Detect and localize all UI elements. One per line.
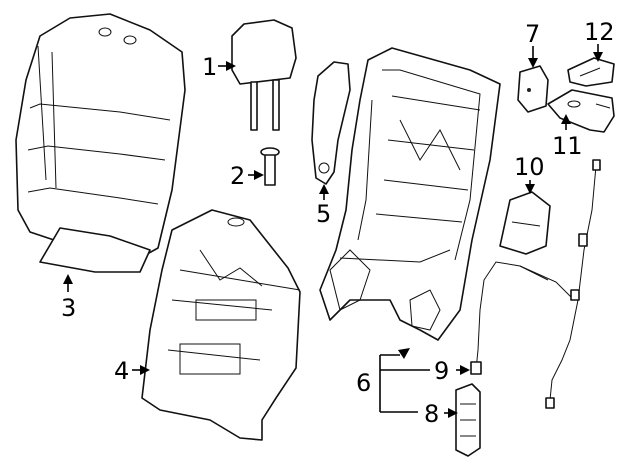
part-2-headrest-guide [260, 147, 280, 186]
part-5-trim-panel [311, 61, 351, 185]
part-7-latch-cover [517, 65, 549, 113]
callout-numbers: 1 2 3 4 5 6 7 8 9 10 11 12 [61, 18, 615, 428]
callout-6: 6 [356, 369, 371, 397]
part-10-module-cover [499, 191, 551, 255]
callout-3: 3 [61, 294, 76, 322]
wiring-harness [475, 159, 601, 409]
part-4-back-panel [141, 209, 301, 441]
callout-leaders [63, 44, 603, 418]
part-3-seat-back-cover [15, 13, 186, 273]
part-12-bracket [567, 57, 615, 87]
callout-11: 11 [552, 132, 583, 160]
callout-9: 9 [434, 357, 449, 385]
callout-12: 12 [584, 18, 615, 46]
part-11-bracket-plate [547, 89, 615, 133]
callout-7: 7 [525, 20, 540, 48]
part-8-actuator [455, 383, 481, 457]
callout-4: 4 [114, 357, 129, 385]
callout-1: 1 [202, 53, 217, 81]
part-6-seat-frame [319, 47, 501, 341]
callout-8: 8 [424, 400, 439, 428]
callout-2: 2 [230, 162, 245, 190]
part-1-headrest [231, 19, 297, 131]
callout-5: 5 [316, 200, 331, 228]
callout-10: 10 [514, 153, 545, 181]
part-9-connector [470, 361, 482, 375]
